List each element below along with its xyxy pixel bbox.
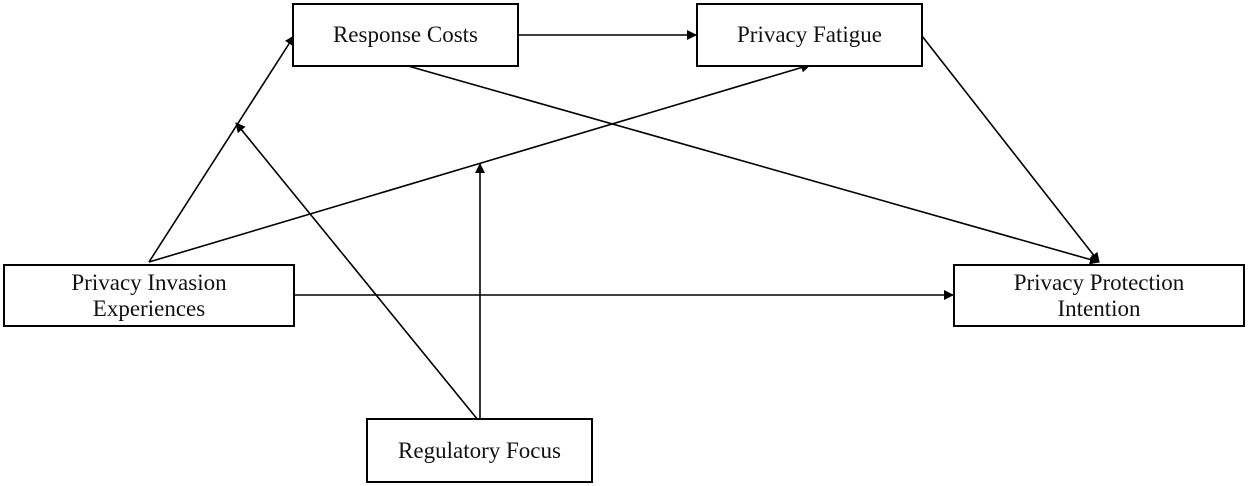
node-regulatory-focus: Regulatory Focus [366,418,593,483]
edge-regulatory-moderation-response-costs [235,122,479,421]
node-privacy-protection-label-line1: Privacy Protection [1013,269,1185,295]
node-privacy-fatigue: Privacy Fatigue [696,3,923,67]
edge-fatigue-to-protection [921,35,1100,263]
node-privacy-protection-intention: Privacy Protection Intention [953,264,1245,327]
node-privacy-invasion-experiences: Privacy Invasion Experiences [3,264,295,327]
node-response-costs: Response Costs [292,3,519,67]
node-response-costs-label: Response Costs [332,22,479,47]
node-privacy-invasion-label-line2: Experiences [92,295,206,321]
node-regulatory-focus-label: Regulatory Focus [398,437,561,463]
node-privacy-fatigue-label: Privacy Fatigue [737,22,882,47]
edge-invasion-to-response-costs [148,35,295,263]
edge-response-costs-to-protection [407,65,1100,265]
node-privacy-protection-label-line2: Intention [1057,295,1141,321]
node-privacy-invasion-label-line1: Privacy Invasion [71,269,227,295]
